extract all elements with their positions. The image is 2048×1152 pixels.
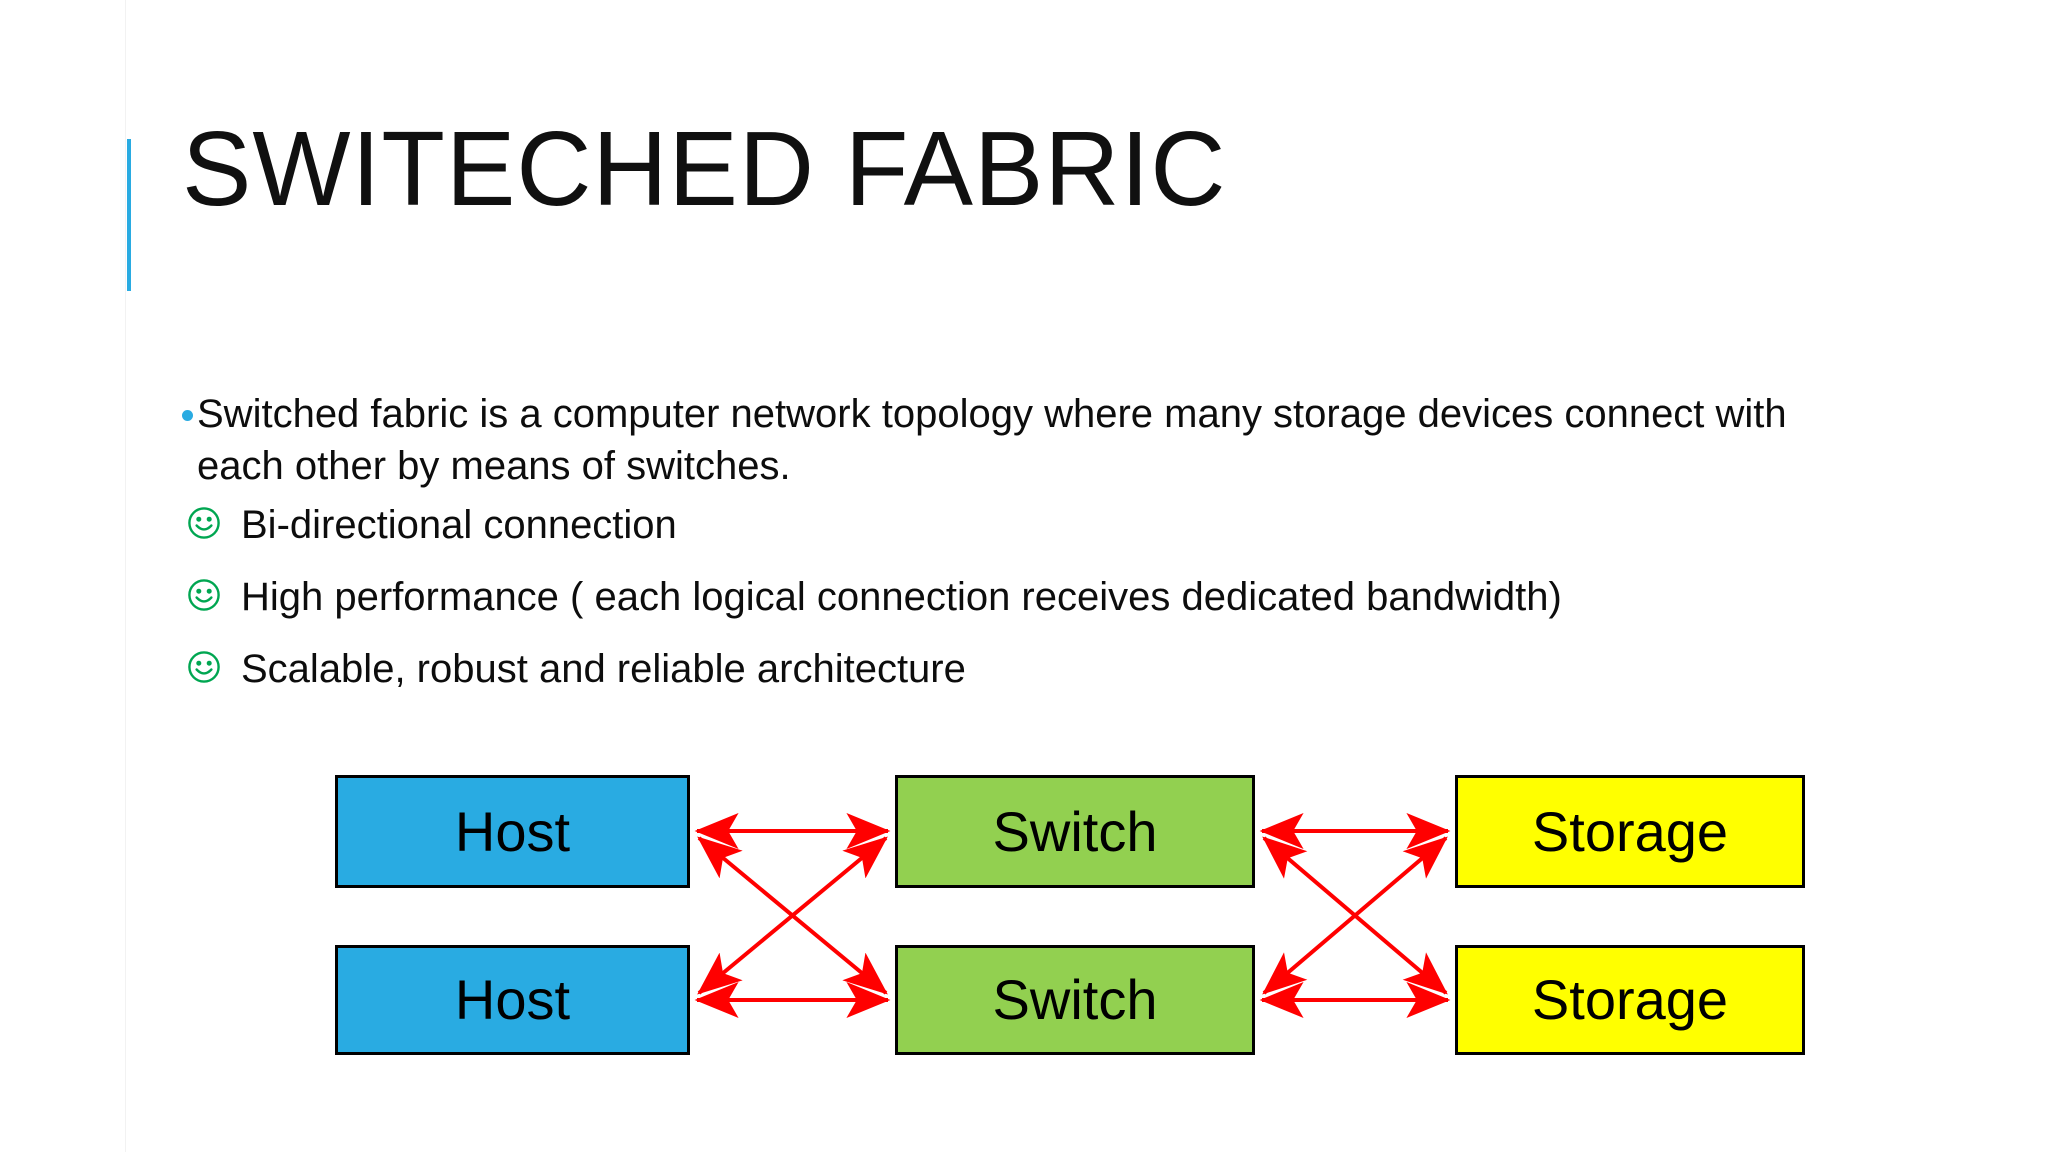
- diagram-node-storage-1[interactable]: Storage: [1455, 775, 1805, 888]
- diagram-node-host-2[interactable]: Host: [335, 945, 690, 1055]
- slide-content-edge: [125, 0, 126, 1152]
- link-switch1-storage2: [1262, 836, 1448, 995]
- bullet-item-2: High performance ( each logical connecti…: [178, 574, 1938, 634]
- diagram-node-storage-2-label: Storage: [1531, 968, 1729, 1031]
- diagram-node-host-1[interactable]: Host: [335, 775, 690, 888]
- diagram-node-switch-2[interactable]: Switch: [895, 945, 1255, 1055]
- diagram-node-switch-1-label: Switch: [992, 799, 1158, 863]
- bullet-item-1: Bi-directional connection: [178, 502, 1938, 562]
- bullet-item-3: Scalable, robust and reliable architectu…: [178, 646, 1938, 706]
- link-host1-switch2: [697, 836, 888, 995]
- link-switch2-storage1: [1262, 836, 1448, 995]
- diagram-node-switch-1[interactable]: Switch: [895, 775, 1255, 888]
- diagram-node-host-1-label: Host: [454, 799, 571, 863]
- diagram-node-host-2-label: Host: [454, 968, 571, 1031]
- diagram-node-storage-2[interactable]: Storage: [1455, 945, 1805, 1055]
- green-smiley-bullet-icon: [187, 578, 221, 612]
- diagram-node-switch-2-label: Switch: [992, 968, 1158, 1031]
- title-accent-bar: [127, 139, 131, 291]
- link-host2-switch1: [697, 836, 888, 995]
- bullet-item-0-label: Switched fabric is a computer network to…: [197, 392, 1787, 488]
- green-smiley-bullet-icon: [187, 650, 221, 684]
- bullet-item-3-label: Scalable, robust and reliable architectu…: [241, 647, 966, 691]
- blue-dot-bullet-icon: [182, 410, 193, 421]
- bullet-item-2-label: High performance ( each logical connecti…: [241, 575, 1562, 619]
- bullet-item-1-label: Bi-directional connection: [241, 503, 677, 547]
- diagram-node-storage-1-label: Storage: [1531, 799, 1729, 863]
- page-title: SWITECHED FABRIC: [182, 110, 1227, 229]
- green-smiley-bullet-icon: [187, 506, 221, 540]
